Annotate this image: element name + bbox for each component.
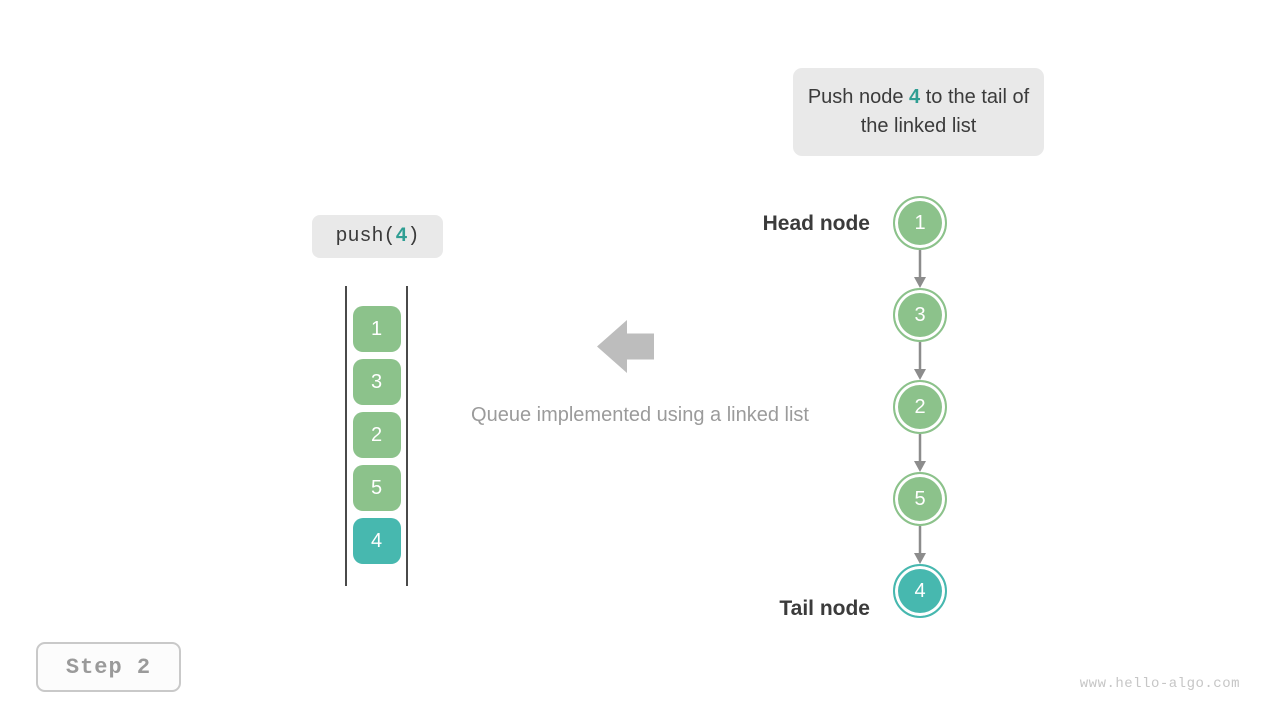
callout-text: Push node 4 to the tail of the linked li… [793,83,1044,141]
queue-cell: 3 [352,359,401,405]
down-arrow-icon [914,434,926,472]
queue-cell: 5 [352,465,401,511]
down-arrow-icon [914,250,926,288]
queue-cell: 1 [352,306,401,352]
diagram-caption: Queue implemented using a linked list [471,404,809,426]
push-label-prefix: push( [335,225,396,248]
push-label-suffix: ) [407,225,420,248]
list-node: 5 [893,472,947,526]
list-node-highlighted: 4 [893,564,947,618]
head-node-label: Head node [762,212,870,235]
watermark: www.hello-algo.com [1079,676,1240,692]
list-node: 1 [893,196,947,250]
list-node: 2 [893,380,947,434]
list-node: 3 [893,288,947,342]
queue-cell-highlighted: 4 [352,518,401,564]
step-badge: Step 2 [36,642,181,692]
callout-text-after: to the tail of the linked list [860,86,1030,137]
push-operation-label: push(4) [312,215,443,258]
callout-bubble: Push node 4 to the tail of the linked li… [793,68,1044,156]
left-block-arrow-icon [597,320,654,373]
tail-node-label: Tail node [779,597,870,620]
callout-highlight-value: 4 [909,86,921,108]
queue-cell: 2 [352,412,401,458]
linked-list: 1 3 2 5 4 [891,196,949,618]
callout-text-before: Push node [807,86,910,108]
queue-stack: 1 3 2 5 4 [345,286,408,586]
push-label-arg: 4 [395,225,408,248]
down-arrow-icon [914,526,926,564]
down-arrow-icon [914,342,926,380]
